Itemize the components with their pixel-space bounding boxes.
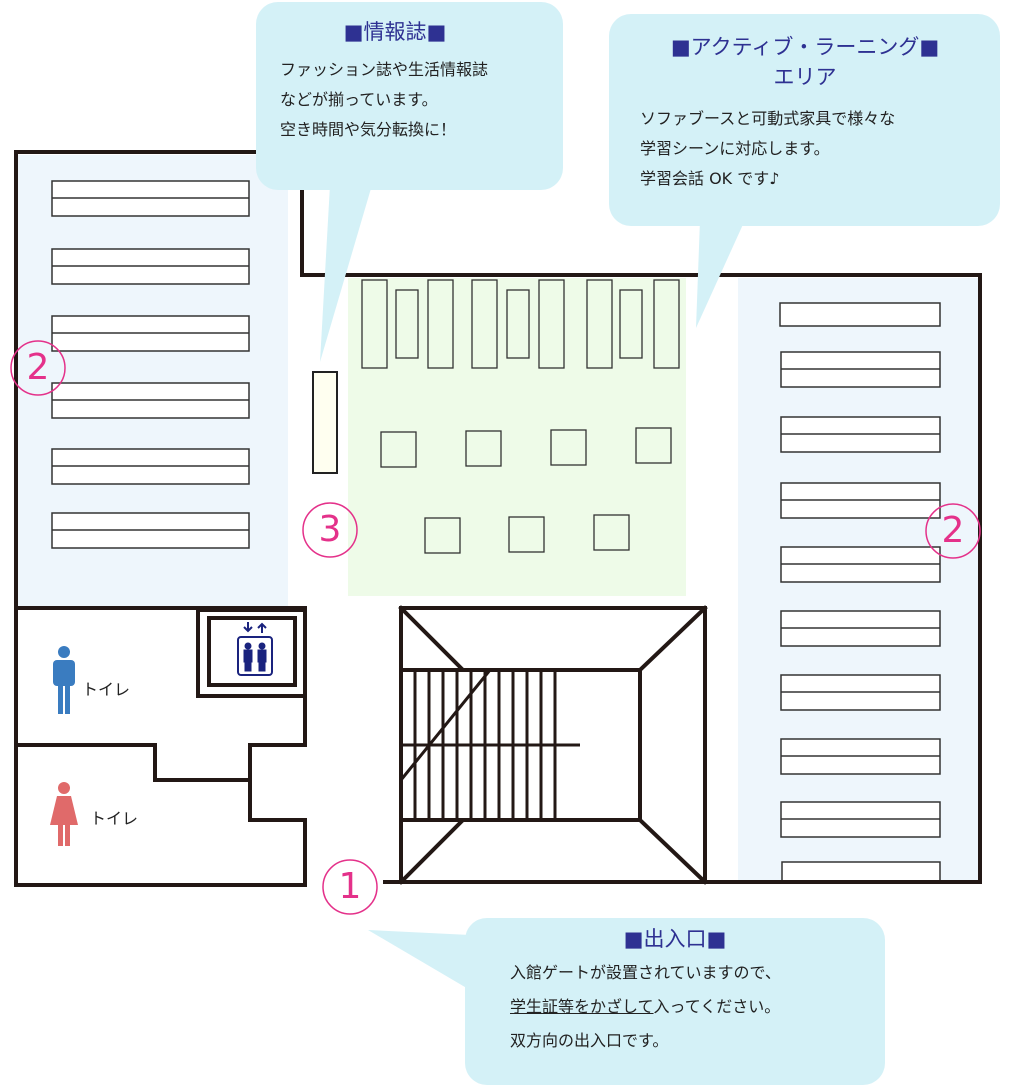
- sofa-booth: [471, 279, 498, 369]
- elevator-icon: [237, 622, 273, 676]
- movable-table: [593, 514, 630, 551]
- active-learning-callout-title: ■アクティブ・ラーニング■ エリア: [670, 35, 940, 89]
- callout-line: 空き時間や気分転換に！: [280, 120, 457, 139]
- male-restroom-label: トイレ: [82, 680, 131, 699]
- marker-circle-stacks-right: [925, 503, 981, 559]
- booth-table: [619, 289, 643, 359]
- stair-diagonal: [399, 669, 492, 781]
- marker-stacks-right[interactable]: 2: [941, 510, 965, 551]
- bookshelf: [781, 861, 941, 883]
- magazine-callout-title: ■情報誌■: [343, 20, 447, 44]
- marker-circle-entrance: [322, 859, 378, 915]
- callout-line: などが揃っています。: [280, 90, 438, 109]
- booth-table: [395, 289, 419, 359]
- magazine-callout: ■情報誌■ ファッション誌や生活情報誌 などが揃っています。 空き時間や気分転換…: [280, 17, 550, 145]
- movable-table: [550, 429, 587, 466]
- active-learning-callout: ■アクティブ・ラーニング■ エリア ソファブースと可動式家具で様々な 学習シーン…: [640, 32, 980, 194]
- callout-line: 学習シーンに対応します。: [640, 139, 830, 158]
- sofa-booth: [653, 279, 680, 369]
- callout-line: ソファブースと可動式家具で様々な: [640, 109, 896, 128]
- bookshelf: [779, 302, 941, 327]
- callout-line: 入館ゲートが設置されていますので、: [510, 963, 781, 982]
- sofa-booth: [538, 279, 565, 369]
- marker-entrance[interactable]: 1: [338, 866, 362, 907]
- callout-line: ファッション誌や生活情報誌: [280, 60, 489, 79]
- movable-table: [465, 430, 502, 467]
- movable-table: [635, 427, 672, 464]
- active-learning-area: [348, 278, 686, 596]
- callout-line: 学生証等をかざして入ってください。: [510, 997, 781, 1016]
- magazine-rack: [312, 371, 338, 474]
- male-restroom-icon: [53, 646, 75, 714]
- sofa-booth: [427, 279, 454, 369]
- student-id-link[interactable]: 学生証等をかざして: [510, 997, 654, 1016]
- movable-table: [380, 431, 417, 468]
- female-restroom-label: トイレ: [90, 809, 139, 828]
- marker-stacks-left[interactable]: 2: [26, 347, 50, 388]
- movable-table: [424, 517, 461, 554]
- callout-line: 学習会話 OK です♪: [640, 169, 780, 188]
- movable-table: [508, 516, 545, 553]
- booth-table: [506, 289, 530, 359]
- callout-bubbles: [256, 2, 1000, 1085]
- marker-circle-magazine: [302, 502, 358, 558]
- entrance-callout: ■出入口■ 入館ゲートが設置されていますので、 学生証等をかざして入ってください…: [510, 924, 870, 1058]
- sofa-booth: [361, 279, 388, 369]
- marker-circle-stacks-left: [10, 340, 66, 396]
- sofa-booth: [586, 279, 613, 369]
- callout-line: 双方向の出入口です。: [510, 1031, 669, 1050]
- marker-magazine[interactable]: 3: [318, 509, 342, 550]
- entrance-callout-title: ■出入口■: [623, 927, 727, 951]
- female-restroom-icon: [50, 782, 78, 846]
